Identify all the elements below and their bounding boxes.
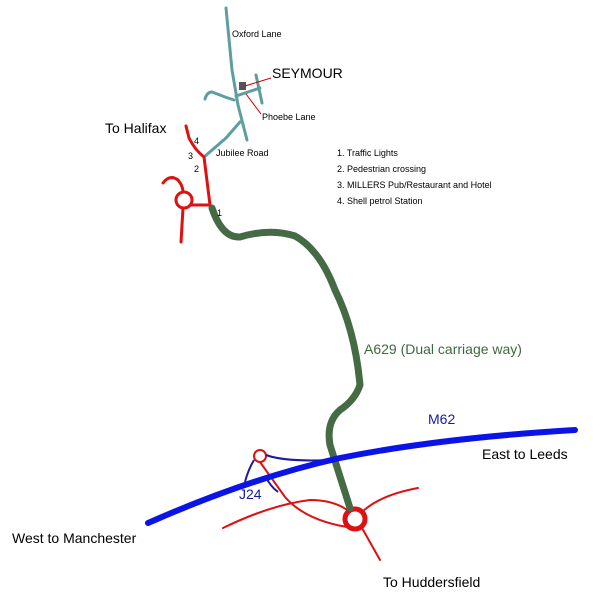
marker-2: 2 bbox=[194, 164, 200, 174]
halifax-road bbox=[184, 124, 212, 207]
oxford-lane-road bbox=[224, 6, 249, 142]
south-road-west bbox=[222, 498, 351, 529]
a629-label: A629 (Dual carriage way) bbox=[364, 341, 522, 357]
slip-road-west bbox=[244, 459, 255, 483]
marker-3: 3 bbox=[188, 151, 194, 161]
west-spur-road bbox=[161, 176, 185, 194]
roundabout-north bbox=[174, 190, 194, 210]
west-branch-road bbox=[203, 90, 236, 102]
m62-label: M62 bbox=[428, 411, 456, 427]
seymour-label: SEYMOUR bbox=[272, 65, 343, 81]
to-halifax-label: To Halifax bbox=[105, 120, 167, 136]
house-icon bbox=[239, 82, 246, 90]
east-to-leeds-label: East to Leeds bbox=[482, 446, 568, 462]
oxford-lane-label: Oxford Lane bbox=[232, 29, 282, 39]
roundabout-j24 bbox=[253, 449, 267, 463]
legend-item: 3. MILLERS Pub/Restaurant and Hotel bbox=[337, 180, 492, 190]
south-spur-road bbox=[179, 206, 185, 244]
m62-motorway bbox=[145, 427, 578, 526]
phoebe-cross-road bbox=[254, 73, 264, 105]
huddersfield-road bbox=[361, 527, 381, 561]
marker-4: 4 bbox=[194, 136, 200, 146]
south-road-east bbox=[361, 487, 419, 513]
jubilee-road bbox=[202, 120, 242, 159]
a629-road bbox=[208, 204, 364, 512]
seymour-pointer bbox=[244, 77, 272, 87]
legend-item: 4. Shell petrol Station bbox=[337, 196, 423, 206]
legend-item: 1. Traffic Lights bbox=[337, 148, 398, 158]
to-huddersfield-label: To Huddersfield bbox=[383, 574, 481, 590]
jubilee-road-label: Jubilee Road bbox=[216, 148, 269, 158]
phoebe-lane-road bbox=[234, 86, 262, 98]
junction-link-road bbox=[259, 461, 348, 528]
phoebe-lane-label: Phoebe Lane bbox=[262, 112, 316, 122]
marker-1: 1 bbox=[217, 208, 223, 218]
west-to-manchester-label: West to Manchester bbox=[12, 530, 137, 546]
legend-item: 2. Pedestrian crossing bbox=[337, 164, 427, 174]
phoebe-pointer bbox=[245, 93, 262, 115]
roundabout-south bbox=[342, 506, 368, 532]
j24-label: J24 bbox=[239, 486, 262, 502]
map-legend: 1. Traffic Lights 2. Pedestrian crossing… bbox=[337, 145, 492, 209]
